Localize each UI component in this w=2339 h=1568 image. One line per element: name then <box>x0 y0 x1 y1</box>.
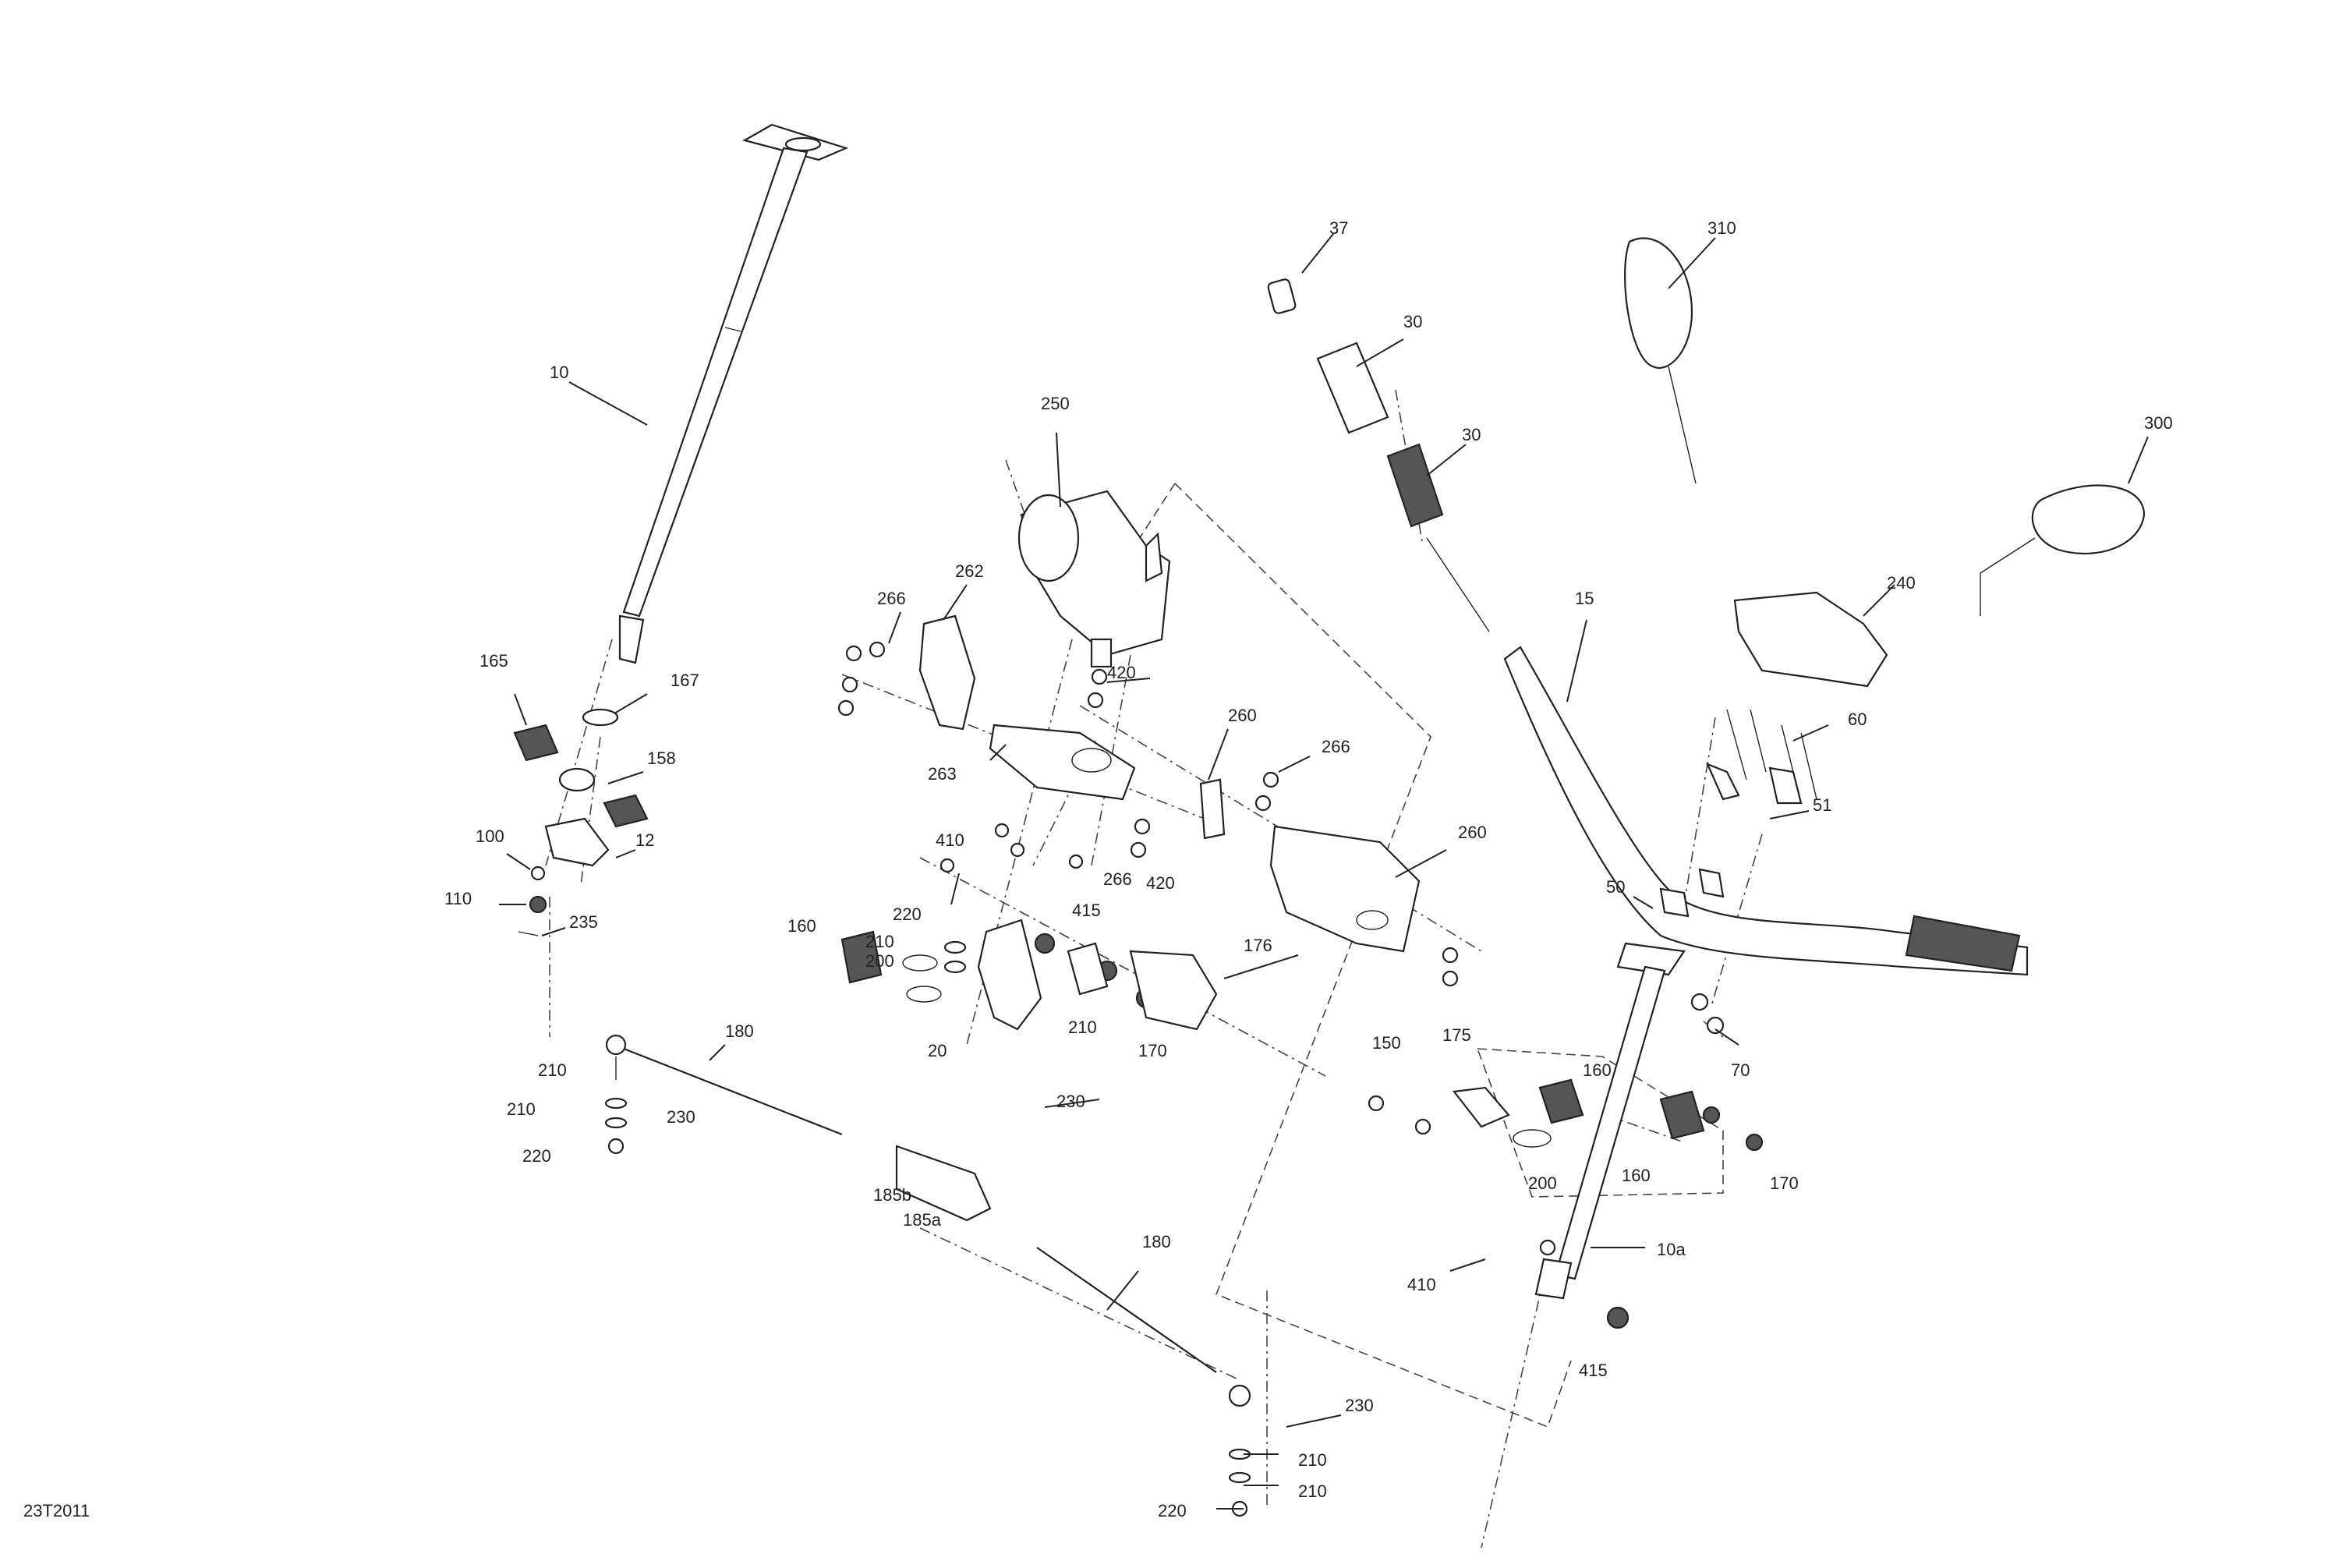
callout-160-a: 160 <box>787 916 816 936</box>
callout-158: 158 <box>647 749 676 768</box>
callout-180-b: 180 <box>1142 1232 1171 1251</box>
mounting-brackets <box>918 614 1421 953</box>
callout-210-a: 210 <box>865 932 894 951</box>
callout-260-b: 260 <box>1458 823 1487 842</box>
callout-100: 100 <box>476 826 504 846</box>
callout-415-a: 415 <box>1072 901 1101 920</box>
callout-263: 263 <box>928 764 957 784</box>
mirrors-and-cover <box>1624 237 2146 688</box>
callout-20: 20 <box>928 1041 947 1060</box>
tie-rods-180 <box>604 1034 1251 1517</box>
callout-12: 12 <box>635 830 654 850</box>
callout-230-a: 230 <box>667 1107 695 1127</box>
callout-167: 167 <box>671 671 699 690</box>
callout-210-f: 210 <box>1298 1481 1327 1501</box>
column-bearing-parts <box>513 708 649 936</box>
callout-30-a: 30 <box>1403 312 1422 331</box>
callout-200-a: 200 <box>865 951 894 971</box>
callout-30-b: 30 <box>1462 425 1481 444</box>
callout-415-b: 415 <box>1579 1361 1608 1380</box>
callout-10: 10 <box>550 363 568 382</box>
callout-210-d: 210 <box>507 1099 536 1119</box>
callout-420-a: 420 <box>1107 663 1136 682</box>
callout-220-b: 220 <box>522 1146 551 1166</box>
callout-150: 150 <box>1372 1033 1401 1053</box>
callout-220-a: 220 <box>893 904 922 924</box>
callout-10a: 10a <box>1657 1240 1686 1259</box>
callout-230-c: 230 <box>1345 1396 1374 1415</box>
diagram-code: 23T2011 <box>23 1501 90 1520</box>
callout-300: 300 <box>2144 413 2173 433</box>
callout-210-b: 210 <box>1068 1018 1097 1037</box>
callout-210-c: 210 <box>538 1060 567 1080</box>
callout-60: 60 <box>1848 710 1867 729</box>
callout-266-a: 266 <box>877 589 906 608</box>
callout-266-b: 266 <box>1322 737 1350 756</box>
callout-110: 110 <box>444 889 472 908</box>
steering-column-10 <box>618 123 849 664</box>
callout-50: 50 <box>1606 877 1625 897</box>
callout-220-c: 220 <box>1158 1501 1187 1520</box>
callout-51: 51 <box>1813 795 1831 815</box>
fasteners <box>837 641 1764 1329</box>
callout-210-e: 210 <box>1298 1450 1327 1470</box>
callout-165: 165 <box>479 651 508 671</box>
callout-200-b: 200 <box>1528 1173 1557 1193</box>
callout-410-b: 410 <box>1407 1275 1436 1294</box>
callout-185a: 185a <box>903 1210 942 1230</box>
callout-420-b: 420 <box>1146 873 1175 893</box>
callout-70: 70 <box>1731 1060 1750 1080</box>
callout-labels: 10 10a 12 15 20 30 30 37 50 51 60 70 100… <box>444 218 2173 1520</box>
callout-235: 235 <box>569 912 598 932</box>
callout-185b: 185b <box>873 1185 911 1205</box>
callout-15: 15 <box>1575 589 1594 608</box>
callout-37: 37 <box>1329 218 1348 238</box>
handlebar-and-grips <box>1267 278 2029 976</box>
power-steering-unit-250 <box>1017 490 1171 668</box>
callout-266-c: 266 <box>1103 869 1132 889</box>
callout-176: 176 <box>1244 936 1272 955</box>
callout-262: 262 <box>955 561 984 581</box>
callout-410-a: 410 <box>936 830 964 850</box>
callout-160-c: 160 <box>1622 1166 1651 1185</box>
callout-170-a: 170 <box>1138 1041 1167 1060</box>
lower-column-10a <box>1452 709 1817 1300</box>
callout-175: 175 <box>1442 1025 1471 1045</box>
callout-180-a: 180 <box>725 1021 754 1041</box>
callout-160-b: 160 <box>1583 1060 1612 1080</box>
callout-170-b: 170 <box>1770 1173 1799 1193</box>
leader-lines <box>499 233 2149 1510</box>
callout-310: 310 <box>1707 218 1736 238</box>
callout-230-b: 230 <box>1056 1092 1085 1111</box>
callout-260-a: 260 <box>1228 706 1257 725</box>
callout-250: 250 <box>1041 394 1070 413</box>
callout-240: 240 <box>1887 573 1916 593</box>
pitman-arm-20 <box>840 919 1218 1031</box>
